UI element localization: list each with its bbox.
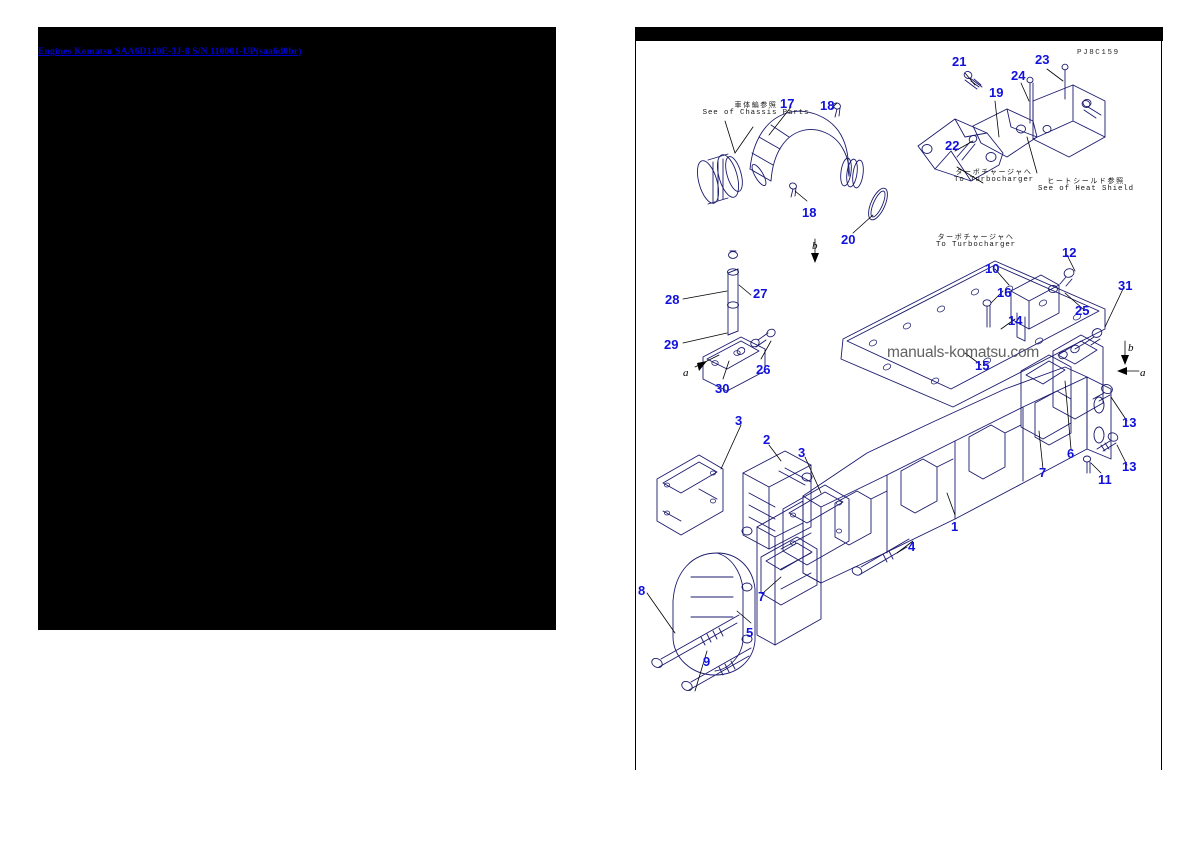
callout-number: 13: [1122, 459, 1137, 474]
callout-number: 10: [985, 261, 1000, 276]
callout-number: 16: [997, 285, 1012, 300]
annotation-to-turbocharger-lower: ターボチャージャへ To Turbocharger: [917, 233, 1035, 250]
page-code-label: PJ8C159: [1077, 49, 1120, 57]
callout-number: 3: [735, 413, 743, 428]
callout-number: 21: [952, 54, 967, 69]
callout-letter: a: [683, 367, 689, 379]
thumbnail-image-placeholder: [38, 27, 556, 630]
callout-number: 13: [1122, 415, 1137, 430]
callout-number: 27: [753, 286, 768, 301]
page-right-border-rule: [1161, 41, 1163, 770]
callout-number: 4: [908, 539, 916, 554]
callout-number: 11: [1098, 472, 1112, 487]
annotation-chassis-parts: 車体編参照 See of Chassis Parts: [697, 101, 815, 118]
callout-number: 17: [780, 96, 795, 111]
callout-number: 18: [802, 205, 817, 220]
annotation-heat-shield-jp: ヒートシールド参照: [1047, 177, 1125, 185]
callout-letter: b: [1128, 342, 1134, 354]
callout-number: 9: [703, 654, 711, 669]
annotation-chassis-parts-en: See of Chassis Parts: [702, 109, 810, 118]
callout-number: 3: [798, 445, 806, 460]
annotation-to-turbocharger-upper: ターボチャージャへ To Turbocharger: [935, 168, 1053, 185]
callout-number: 7: [1039, 465, 1047, 480]
exploded-parts-diagram: 車体編参照 See of Chassis Parts ターボチャージャへ To …: [635, 41, 1163, 770]
annotation-heat-shield: ヒートシールド参照 See of Heat Shield: [1023, 177, 1149, 194]
callout-number: 5: [746, 625, 754, 640]
catalog-title-link[interactable]: Engines Komatsu SAA6D140E-3J-8 S/N 11000…: [38, 47, 302, 57]
diagram-linework: [646, 63, 1140, 692]
callout-number: 30: [715, 381, 730, 396]
callout-number: 18: [820, 98, 835, 113]
callout-number: 14: [1008, 313, 1023, 328]
callout-letter: a: [1140, 367, 1146, 379]
parts-diagram-panel: PJ8C159: [595, 0, 1190, 842]
page-left-border-rule: [635, 41, 637, 770]
callout-number: 12: [1062, 245, 1077, 260]
annotation-to-turbocharger-lower-en: To Turbocharger: [935, 241, 1017, 250]
callout-number: 1: [951, 519, 959, 534]
callout-number: 28: [665, 292, 680, 307]
annotation-heat-shield-en: See of Heat Shield: [1037, 185, 1135, 194]
annotation-to-turbocharger-upper-en: To Turbocharger: [953, 176, 1035, 185]
callout-number: 7: [758, 589, 766, 604]
callout-number: 25: [1075, 303, 1090, 318]
page-header-bar: [635, 27, 1163, 41]
annotation-to-turbocharger-lower-jp: ターボチャージャへ: [937, 233, 1015, 241]
callout-number: 2: [763, 432, 771, 447]
callout-number: 20: [841, 232, 856, 247]
annotation-chassis-parts-jp: 車体編参照: [734, 101, 778, 109]
callout-number: 31: [1118, 278, 1133, 293]
callout-number: 22: [945, 138, 960, 153]
callout-letter: b: [812, 240, 818, 252]
callout-number: 19: [989, 85, 1004, 100]
callout-number: 26: [756, 362, 771, 377]
callout-number: 15: [975, 358, 990, 373]
callout-number: 8: [638, 583, 646, 598]
annotation-to-turbocharger-upper-jp: ターボチャージャへ: [955, 168, 1033, 176]
callout-number: 6: [1067, 446, 1075, 461]
thumbnail-panel: Engines Komatsu SAA6D140E-3J-8 S/N 11000…: [38, 27, 556, 630]
callout-number: 24: [1011, 68, 1026, 83]
callout-number: 29: [664, 337, 679, 352]
callout-number: 23: [1035, 52, 1050, 67]
